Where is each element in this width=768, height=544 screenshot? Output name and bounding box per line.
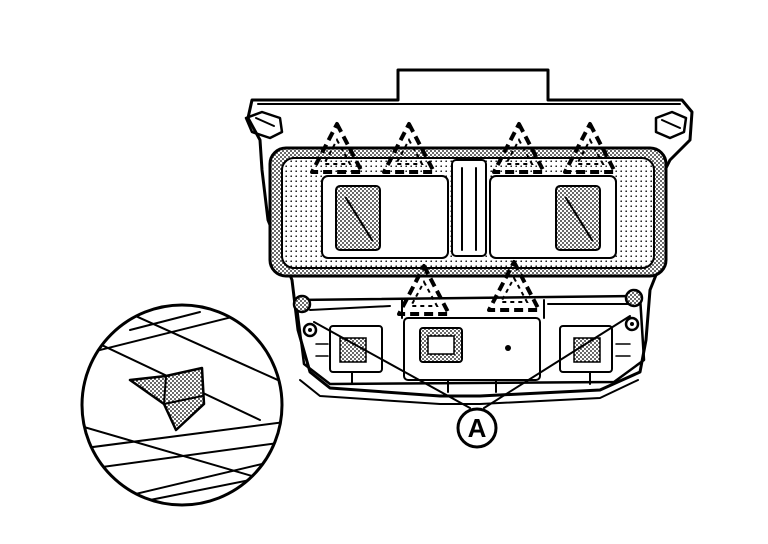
dashed-triangle-icon-3	[492, 122, 546, 174]
dashed-triangle-icon-4	[563, 122, 617, 174]
dashed-triangle-icon-6	[487, 260, 541, 312]
callout-leader-lines	[313, 315, 631, 409]
console-body	[294, 294, 646, 393]
callout-a: A	[456, 407, 498, 449]
clip-icon-left	[244, 110, 284, 140]
screw-icon-right-upper	[624, 288, 644, 308]
dashed-triangle-icon-5	[397, 264, 451, 316]
magnifier-detail	[80, 303, 284, 507]
callout-a-label: A	[468, 413, 487, 443]
clip-tab-detail	[128, 366, 206, 432]
screw-icon-right-lower	[624, 316, 640, 332]
lamp-lens-housing	[268, 146, 668, 278]
dashed-triangle-icon	[310, 122, 617, 316]
dashed-triangle-icon-2	[382, 122, 436, 174]
dashed-triangle-icon-1	[310, 122, 364, 174]
screw-icon-left-upper	[292, 294, 312, 314]
clip-icon-right	[654, 110, 688, 140]
headliner-panel	[246, 68, 694, 405]
screw-icon-left-lower	[302, 322, 318, 338]
